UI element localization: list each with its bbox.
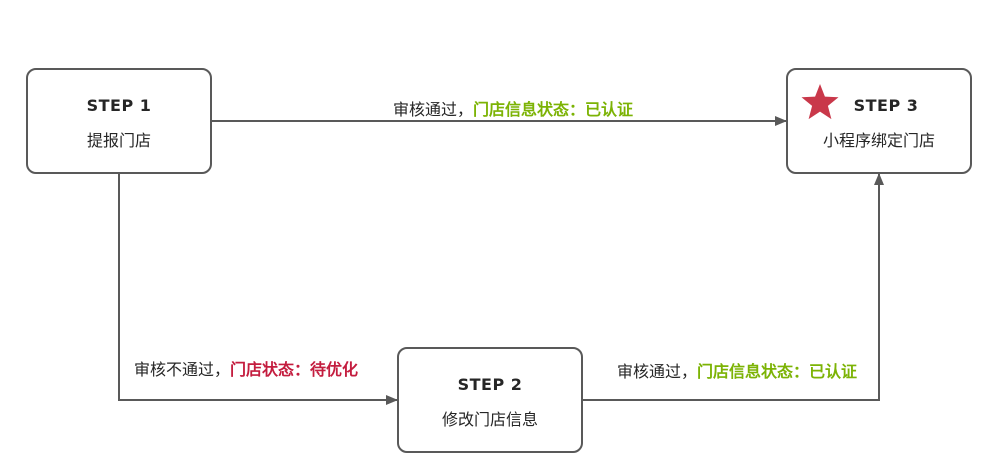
step-1-subtitle: 提报门店: [86, 131, 151, 150]
edge-label-step1-to-step2: 审核不通过，门店状态：待优化: [134, 356, 358, 380]
edge-label-step1-to-step3: 审核通过，门店信息状态：已认证: [393, 96, 633, 120]
step-3-subtitle: 小程序绑定门店: [822, 131, 935, 150]
step-1-node: STEP 1 提报门店: [26, 68, 212, 174]
edge-label-prefix: 审核通过，: [393, 100, 474, 119]
star-icon: [801, 84, 839, 120]
edge-step1-to-step2-connector: [118, 174, 398, 405]
step-3-title: STEP 3: [853, 96, 919, 115]
step-2-title: STEP 2: [457, 375, 523, 394]
step-2-node: STEP 2 修改门店信息: [397, 347, 583, 453]
edge-label-prefix: 审核通过，: [617, 362, 698, 381]
edge-label-step2-to-step3: 审核通过，门店信息状态：已认证: [617, 358, 857, 382]
edge-label-status: 门店信息状态：已认证: [473, 100, 634, 119]
step-3-node: STEP 3 小程序绑定门店: [786, 68, 972, 174]
step-1-title: STEP 1: [86, 96, 152, 115]
edge-label-status: 门店信息状态：已认证: [697, 362, 858, 381]
step-2-subtitle: 修改门店信息: [441, 410, 538, 429]
edge-label-status: 门店状态：待优化: [230, 360, 359, 379]
edge-label-prefix: 审核不通过，: [134, 360, 231, 379]
edge-step2-to-step3-connector: [583, 173, 884, 401]
